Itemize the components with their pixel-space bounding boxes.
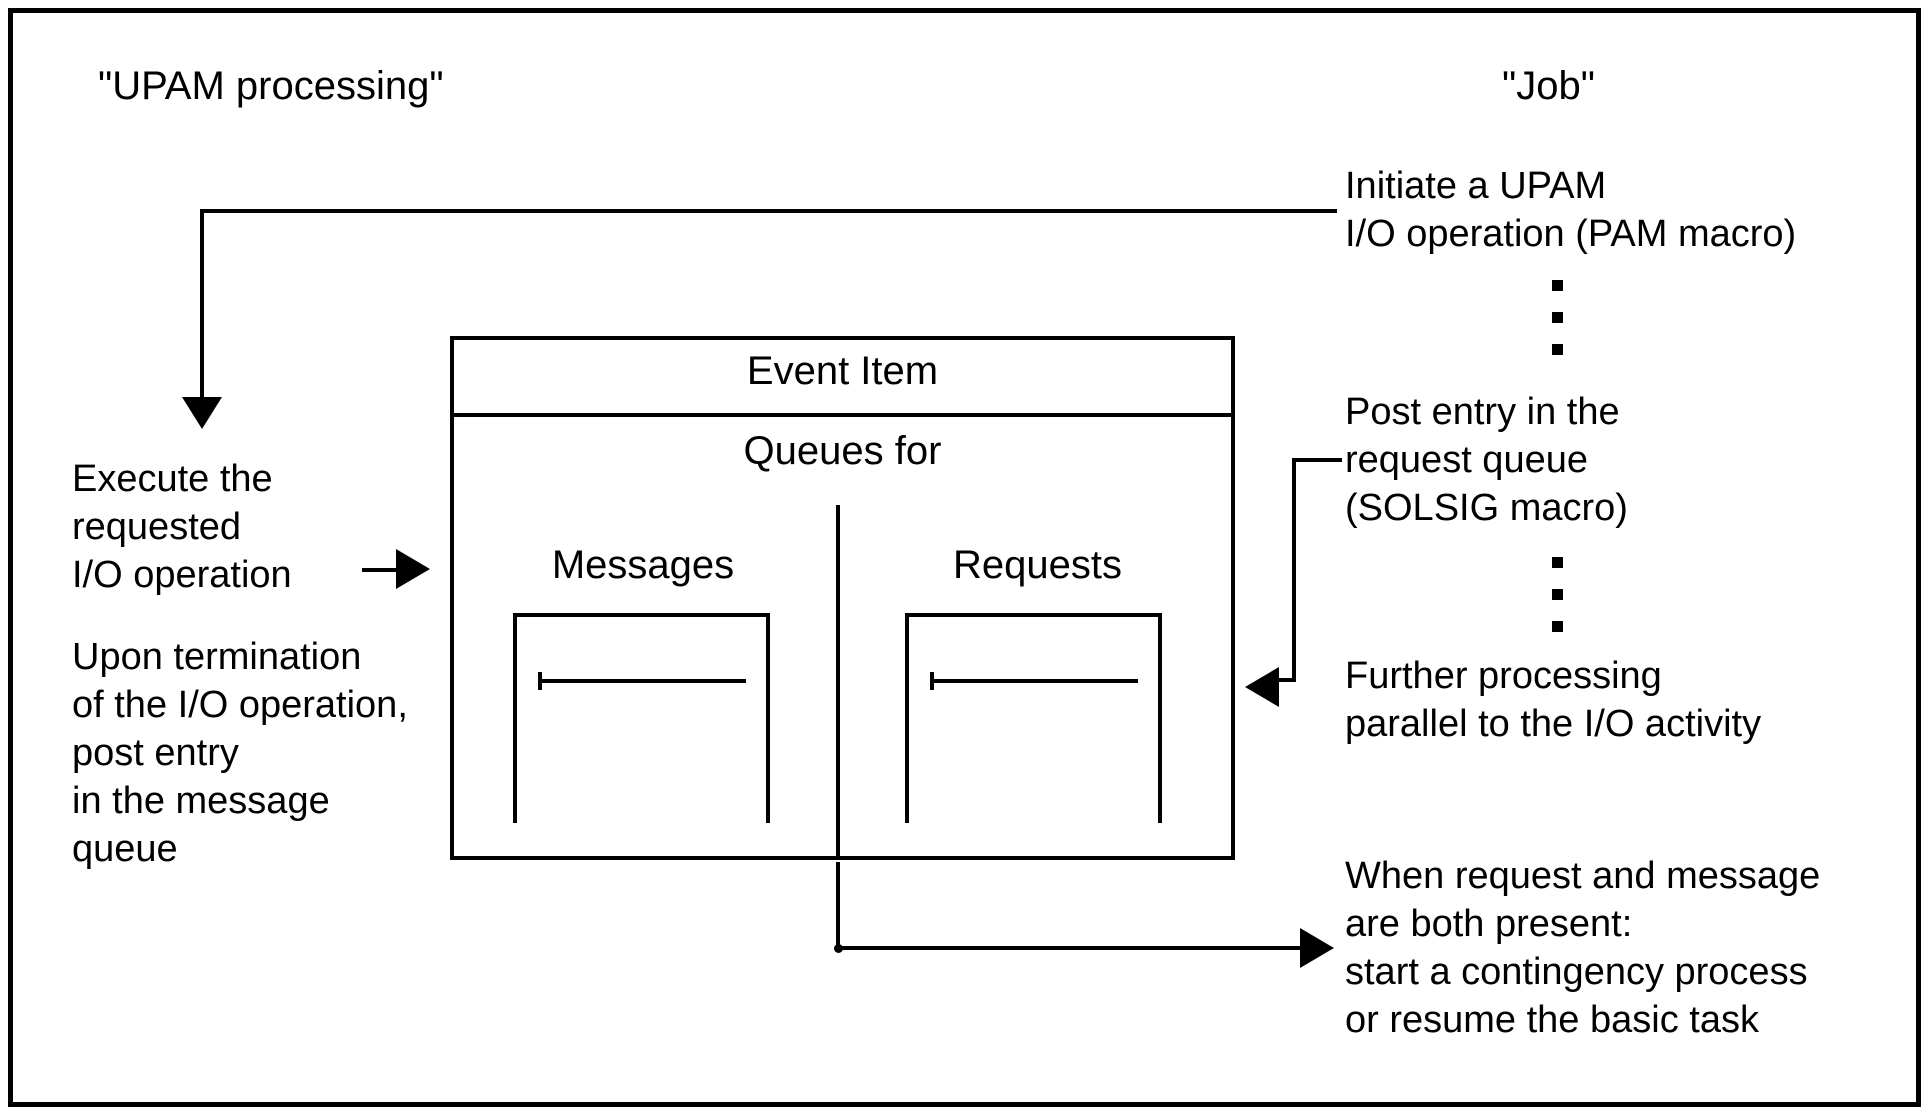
queue-label-requests: Requests — [953, 543, 1122, 587]
event-item-subtitle-label: Queues for — [743, 429, 942, 473]
queue-divider-line — [836, 505, 840, 860]
event-item-box — [450, 336, 1235, 860]
column-title-upam-processing: "UPAM processing" — [98, 64, 444, 108]
column-title-job: "Job" — [1502, 64, 1595, 108]
ellipsis-after-post-entry — [1552, 557, 1564, 653]
right-note-further-processing: Further processing parallel to the I/O a… — [1345, 655, 1762, 745]
right-note-initiate: Initiate a UPAM I/O operation (PAM macro… — [1345, 165, 1797, 255]
initiate-connector-arrowhead — [182, 397, 222, 429]
initiate-connector-horizontal — [200, 209, 1337, 213]
initiate-connector-vertical — [200, 209, 204, 423]
requests-queue-entry-tick — [930, 672, 934, 690]
right-note-post-entry: Post entry in the request queue (SOLSIG … — [1345, 391, 1628, 529]
messages-queue-entry-line — [538, 679, 746, 683]
ellipsis-after-initiate — [1552, 280, 1564, 376]
messages-queue-box — [513, 613, 770, 823]
requests-queue-entry-line — [930, 679, 1138, 683]
left-note-execute: Execute the requested I/O operation — [72, 458, 292, 596]
event-item-header-divider — [450, 413, 1235, 417]
requests-queue-box — [905, 613, 1162, 823]
right-note-both-present: When request and message are both presen… — [1345, 855, 1821, 1041]
contingency-connector-horizontal — [836, 946, 1322, 950]
event-item-header-label: Event Item — [746, 349, 939, 393]
messages-queue-entry-tick — [538, 672, 542, 690]
contingency-connector-vertical — [836, 862, 840, 950]
post-entry-connector-vertical — [1292, 458, 1296, 682]
execute-arrow-shaft — [362, 568, 412, 572]
execute-arrow-head — [396, 549, 430, 589]
contingency-connector-arrowhead — [1300, 928, 1334, 968]
post-entry-connector-tail — [1278, 678, 1296, 682]
left-note-termination: Upon termination of the I/O operation, p… — [72, 636, 408, 870]
post-entry-connector-arrowhead — [1245, 667, 1279, 707]
queue-label-messages: Messages — [551, 543, 735, 587]
post-entry-connector-stub — [1292, 458, 1342, 462]
